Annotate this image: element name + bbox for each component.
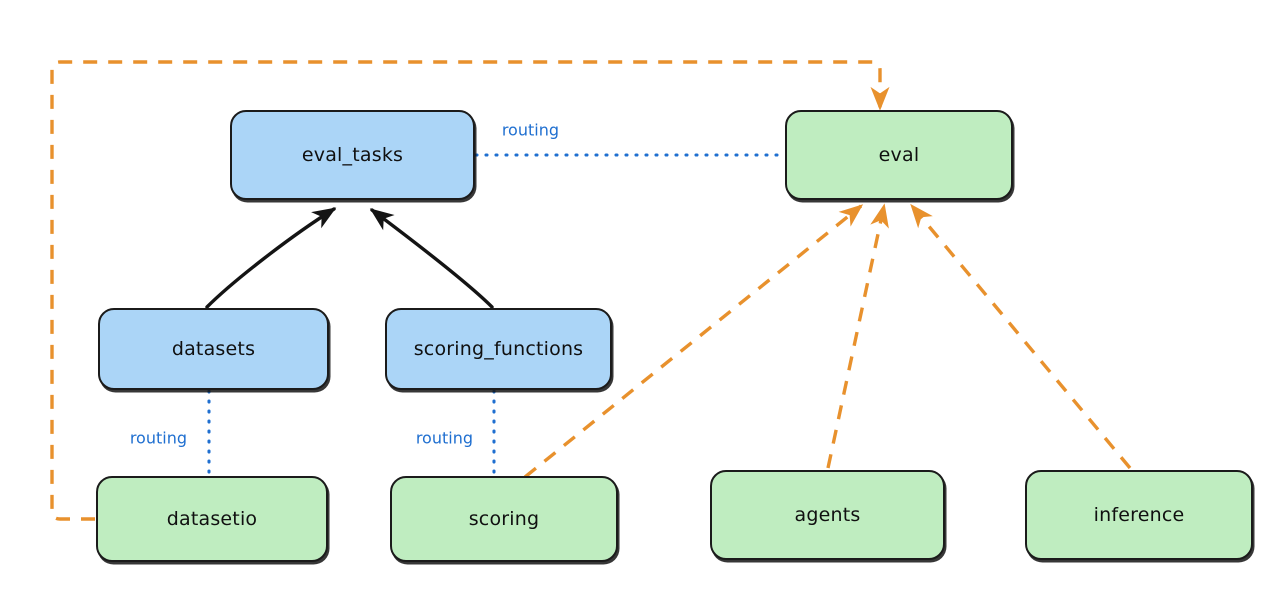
node-label: inference — [1093, 504, 1185, 526]
node-eval[interactable]: eval — [785, 110, 1013, 200]
node-label: datasetio — [166, 508, 258, 530]
node-agents[interactable]: agents — [710, 470, 945, 560]
edge-inference-to-eval — [910, 203, 1132, 470]
node-scoring_functions[interactable]: scoring_functions — [385, 308, 612, 390]
node-eval_tasks[interactable]: eval_tasks — [230, 110, 475, 200]
node-label: eval — [878, 144, 920, 166]
node-scoring[interactable]: scoring — [390, 476, 618, 562]
node-inference[interactable]: inference — [1025, 470, 1253, 560]
node-label: agents — [794, 504, 861, 526]
edge-label-routing-scoring-functions: routing — [415, 428, 473, 448]
edge-scoring-functions-to-eval-tasks — [369, 208, 494, 309]
node-datasets[interactable]: datasets — [98, 308, 329, 390]
node-label: scoring_functions — [413, 338, 584, 360]
node-label: scoring — [468, 508, 540, 530]
edge-agents-to-eval — [826, 203, 889, 469]
node-label: eval_tasks — [301, 144, 404, 166]
node-label: datasets — [171, 338, 256, 360]
edge-datasets-to-eval-tasks — [205, 207, 337, 309]
edge-label-routing-eval-tasks: routing — [501, 120, 559, 140]
edge-label-routing-datasets: routing — [129, 428, 187, 448]
node-datasetio[interactable]: datasetio — [96, 476, 328, 562]
